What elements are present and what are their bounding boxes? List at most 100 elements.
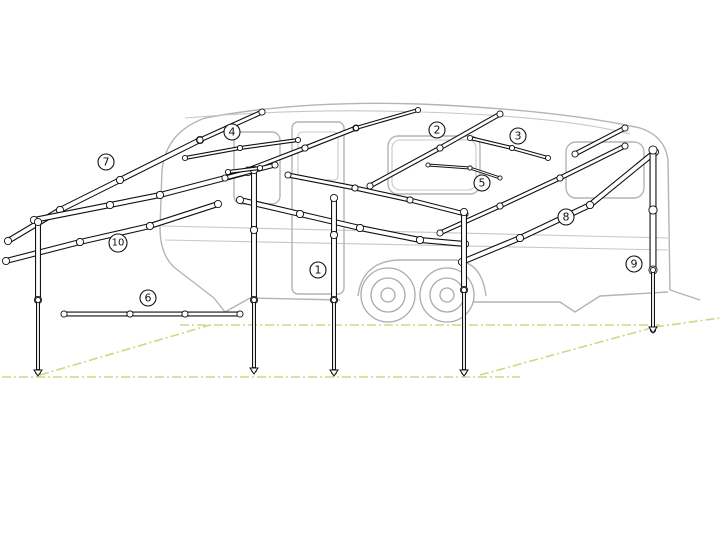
ground-spike <box>648 326 658 334</box>
pole-segment <box>105 190 165 210</box>
callout-9: 9 <box>625 255 643 273</box>
ground-spike <box>329 369 339 377</box>
pole-segment <box>496 174 564 210</box>
pole-joint <box>250 296 258 304</box>
pole-joint <box>648 145 658 155</box>
pole-segment <box>126 310 189 318</box>
pole-joint <box>459 207 469 217</box>
pole-segment <box>467 165 503 181</box>
pole-joint <box>236 144 244 152</box>
pole-segment <box>284 171 359 192</box>
caravan-wheels <box>360 267 475 323</box>
pole-joint <box>145 221 155 231</box>
pole-joint <box>236 310 244 318</box>
pole-joint <box>621 124 629 132</box>
callout-2: 2 <box>428 121 446 139</box>
pole-joint <box>235 195 245 205</box>
pole-segment <box>406 196 469 218</box>
ground-spike <box>33 369 43 377</box>
pole-joint <box>115 175 125 185</box>
svg-text:7: 7 <box>103 156 110 169</box>
pole-joint <box>556 174 564 182</box>
pole-segment <box>366 144 444 190</box>
callout-10: 10 <box>108 233 128 253</box>
pole-segment <box>649 266 657 334</box>
pole-joint <box>1 256 11 266</box>
pole-joint <box>294 136 302 144</box>
pole-segment <box>330 296 338 376</box>
pole-joint <box>60 310 68 318</box>
pole-joint <box>258 108 266 116</box>
pole-joint <box>497 175 503 181</box>
pole-segment <box>460 286 468 376</box>
pole-joint <box>181 154 189 162</box>
callout-4: 4 <box>223 123 241 141</box>
ground-line-segment <box>479 326 656 376</box>
pole-segment <box>33 217 43 305</box>
pole-joint <box>571 150 579 158</box>
awning-poles <box>1 106 660 377</box>
pole-segment <box>648 145 658 215</box>
pole-joint <box>155 190 165 200</box>
pole-segment <box>556 142 629 182</box>
caravan-outline <box>159 102 701 313</box>
pole-joint <box>508 144 516 152</box>
pole-segment <box>1 237 85 266</box>
pole-segment <box>250 296 258 374</box>
pole-segment <box>221 161 279 182</box>
pole-joint <box>224 168 232 176</box>
pole-joint <box>3 236 13 246</box>
pole-joint <box>105 200 115 210</box>
pole-joint <box>436 144 444 152</box>
pole-joint <box>249 225 259 235</box>
callout-1: 1 <box>309 261 327 279</box>
pole-joint <box>34 296 42 304</box>
ground-line-segment <box>654 317 720 328</box>
pole-segment <box>295 209 365 233</box>
pole-segment <box>249 225 259 305</box>
pole-joint <box>352 124 360 132</box>
pole-joint <box>126 310 134 318</box>
pole-joint <box>75 237 85 247</box>
pole-segment <box>34 296 42 376</box>
svg-text:8: 8 <box>563 211 570 224</box>
pole-joint <box>301 144 309 152</box>
pole-segment <box>60 310 134 318</box>
pole-joint <box>196 136 204 144</box>
pole-joint <box>213 199 223 209</box>
pole-joint <box>515 233 525 243</box>
pole-joint <box>284 171 292 179</box>
pole-segment <box>425 162 473 171</box>
ground-spike <box>249 367 259 375</box>
svg-text:4: 4 <box>229 126 236 139</box>
pole-joint <box>496 202 504 210</box>
pole-segment <box>457 233 525 267</box>
ground-spike <box>459 369 469 377</box>
pole-joint <box>436 229 444 237</box>
pole-segment <box>301 124 360 152</box>
pole-segment <box>571 124 629 158</box>
pole-joint <box>466 134 474 142</box>
ground-line-segment <box>39 324 211 376</box>
callout-7: 7 <box>97 153 115 171</box>
pole-segment <box>436 110 504 152</box>
part-callouts: 1 2 3 4 5 6 7 8 9 10 <box>97 121 643 307</box>
pole-joint <box>406 196 414 204</box>
pole-joint <box>355 223 365 233</box>
ground-footprint-line <box>2 317 720 378</box>
pole-segment <box>352 106 422 132</box>
pole-segment <box>181 310 244 318</box>
callout-3: 3 <box>509 127 527 145</box>
pole-joint <box>585 200 595 210</box>
pole-joint <box>295 209 305 219</box>
pole-joint <box>330 296 338 304</box>
svg-text:5: 5 <box>479 177 486 190</box>
pole-segment <box>235 195 305 219</box>
pole-segment <box>115 135 205 185</box>
pole-segment <box>648 205 658 275</box>
pole-joint <box>649 266 657 274</box>
pole-joint <box>544 154 552 162</box>
pole-joint <box>415 235 425 245</box>
pole-segment <box>508 144 552 162</box>
